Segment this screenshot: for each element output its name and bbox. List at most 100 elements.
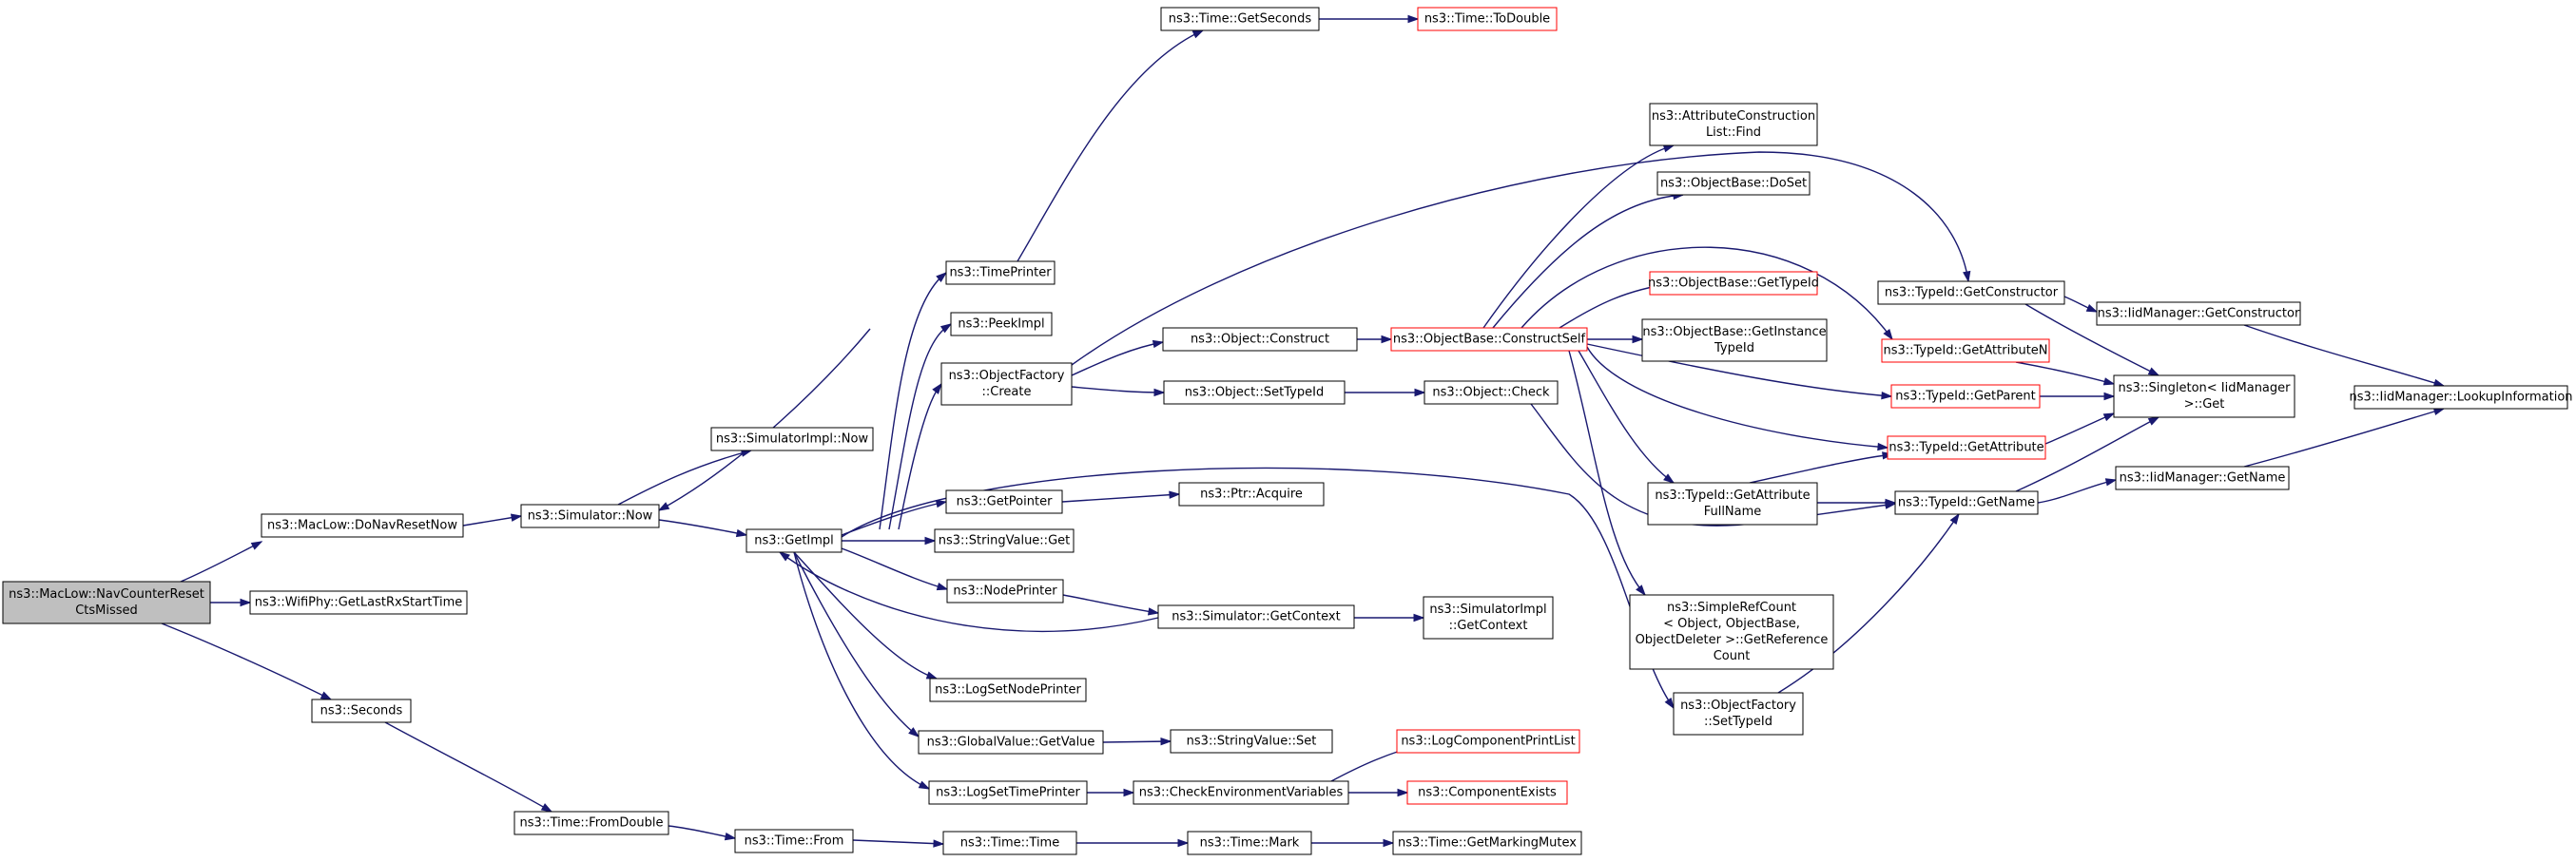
node-iidgetctor[interactable]: ns3::IidManager::GetConstructor: [2096, 301, 2301, 326]
node-timefrom[interactable]: ns3::Time::From: [734, 829, 854, 853]
node-box: [1423, 596, 1554, 640]
node-box: [1649, 103, 1818, 146]
call-edge-getseconds-to-todouble: [1319, 14, 1420, 24]
node-simgetcontext[interactable]: ns3::Simulator::GetContext: [1157, 604, 1355, 629]
node-getpointer[interactable]: ns3::GetPointer: [945, 489, 1063, 514]
node-logsetnode[interactable]: ns3::LogSetNodePrinter: [929, 678, 1087, 702]
node-box: [1390, 327, 1588, 352]
node-todouble[interactable]: ns3::Time::ToDouble: [1417, 7, 1558, 31]
node-getseconds[interactable]: ns3::Time::GetSeconds: [1160, 7, 1320, 31]
node-label: ns3::TimePrinter: [949, 266, 1052, 280]
node-donavresetnow[interactable]: ns3::MacLow::DoNavResetNow: [261, 513, 464, 538]
node-box: [249, 590, 468, 615]
arrowhead: [1177, 838, 1190, 848]
node-tidgetattrn[interactable]: ns3::TypeId::GetAttributeN: [1881, 338, 2050, 363]
node-box: [929, 678, 1087, 702]
call-edge-objconstruct-to-constructself: [1357, 335, 1393, 344]
node-label: ns3::Seconds: [320, 704, 403, 718]
node-checkenv[interactable]: ns3::CheckEnvironmentVariables: [1133, 780, 1349, 805]
call-edge-constructself-to-simplerefcount: [1568, 350, 1646, 597]
call-edge-objfactsettid-to-tidgetname: [1777, 512, 1960, 694]
call-edge-tidgetctor-to-iidgetctor: [2063, 296, 2099, 313]
node-label: ns3::ObjectBase::GetTypeId: [1648, 277, 1819, 291]
node-box: [2353, 385, 2568, 410]
arrowhead: [2147, 367, 2160, 376]
node-singletonget[interactable]: ns3::Singleton< IidManager>::Get: [2113, 374, 2295, 418]
node-seconds[interactable]: ns3::Seconds: [311, 699, 412, 723]
node-objbasegettid[interactable]: ns3::ObjectBase::GetTypeId: [1648, 271, 1819, 296]
arrowhead: [1407, 14, 1420, 24]
node-iidlookup[interactable]: ns3::IidManager::LookupInformation: [2349, 385, 2573, 410]
node-label: List::Find: [1706, 125, 1761, 140]
call-edge-objsettypeid-to-objcheck: [1345, 388, 1426, 397]
call-edge-tidgetparent-to-singletonget: [2040, 392, 2116, 401]
node-ptracquire[interactable]: ns3::Ptr::Acquire: [1178, 482, 1325, 507]
arrowhead: [1963, 270, 1971, 283]
node-fromdouble[interactable]: ns3::Time::FromDouble: [513, 811, 669, 835]
node-label: ns3::TypeId::GetAttributeN: [1883, 344, 2047, 358]
node-tidgetname[interactable]: ns3::TypeId::GetName: [1894, 490, 2039, 515]
node-gvgetvalue[interactable]: ns3::GlobalValue::GetValue: [918, 730, 1104, 755]
node-stringget[interactable]: ns3::StringValue::Get: [934, 528, 1075, 553]
node-label: ::GetContext: [1449, 619, 1528, 633]
node-objcheck[interactable]: ns3::Object::Check: [1424, 380, 1559, 405]
node-objfactcreate[interactable]: ns3::ObjectFactory::Create: [940, 362, 1073, 406]
node-simnow[interactable]: ns3::Simulator::Now: [520, 504, 660, 528]
node-label: ns3::GetImpl: [754, 534, 834, 548]
node-box: [1649, 271, 1818, 296]
node-compexists[interactable]: ns3::ComponentExists: [1406, 780, 1568, 805]
node-peekimpl[interactable]: ns3::PeekImpl: [950, 312, 1053, 336]
node-getimpl[interactable]: ns3::GetImpl: [746, 528, 843, 553]
call-edge-getimpl-to-nodeprinter: [841, 547, 949, 591]
node-logcompprint[interactable]: ns3::LogComponentPrintList: [1396, 729, 1580, 754]
arrowhead: [1885, 498, 1897, 508]
node-objbasedoset[interactable]: ns3::ObjectBase::DoSet: [1656, 171, 1811, 196]
node-timeprinter[interactable]: ns3::TimePrinter: [945, 260, 1056, 285]
node-nodeprinter[interactable]: ns3::NodePrinter: [946, 579, 1064, 603]
node-timetime[interactable]: ns3::Time::Time: [942, 831, 1077, 855]
node-box: [734, 829, 854, 853]
arrowhead: [918, 780, 931, 790]
call-edge-constructself-to-tidgetattr: [1586, 346, 1889, 451]
node-tidgetparent[interactable]: ns3::TypeId::GetParent: [1890, 384, 2041, 409]
node-label: ns3::Time::GetSeconds: [1169, 12, 1312, 27]
node-getlastrx[interactable]: ns3::WifiPhy::GetLastRxStartTime: [249, 590, 468, 615]
node-box: [2115, 466, 2290, 490]
node-label: ns3::Time::ToDouble: [1424, 12, 1550, 27]
call-edge-objfactcreate-to-tidgetctor: [1071, 151, 1971, 366]
arrowhead: [1663, 473, 1675, 484]
node-label: ns3::StringValue::Set: [1187, 735, 1317, 749]
node-box: [1887, 435, 2046, 460]
node-label: < Object, ObjectBase,: [1663, 617, 1800, 631]
node-objsettypeid[interactable]: ns3::Object::SetTypeId: [1163, 380, 1346, 405]
node-label: ns3::Simulator::GetContext: [1172, 610, 1340, 624]
node-tidgetattr[interactable]: ns3::TypeId::GetAttribute: [1887, 435, 2046, 460]
node-simplerefcount[interactable]: ns3::SimpleRefCount< Object, ObjectBase,…: [1629, 594, 1834, 670]
node-timemark[interactable]: ns3::Time::Mark: [1187, 831, 1312, 855]
node-label: ns3::ObjectBase::GetInstance: [1642, 325, 1826, 339]
node-iidgetname[interactable]: ns3::IidManager::GetName: [2115, 466, 2290, 490]
call-edge-getimpl-to-stringget: [842, 536, 937, 546]
node-logsettime[interactable]: ns3::LogSetTimePrinter: [928, 780, 1088, 805]
node-constructself[interactable]: ns3::ObjectBase::ConstructSelf: [1390, 327, 1588, 352]
node-box: [520, 504, 660, 528]
node-box: [928, 780, 1088, 805]
node-box: [1133, 780, 1349, 805]
node-objfactsettid[interactable]: ns3::ObjectFactory::SetTypeId: [1673, 692, 1804, 736]
node-objconstruct[interactable]: ns3::Object::Construct: [1162, 327, 1358, 352]
call-edge-getimpl-to-logsettime: [793, 551, 931, 790]
node-label: ns3::Time::GetMarkingMutex: [1398, 836, 1577, 851]
node-simimplnow[interactable]: ns3::SimulatorImpl::Now: [710, 427, 874, 451]
node-box: [1417, 7, 1558, 31]
node-stringset[interactable]: ns3::StringValue::Set: [1170, 729, 1333, 754]
call-edge-logsettime-to-checkenv: [1087, 788, 1135, 797]
node-getmarkingmutex[interactable]: ns3::Time::GetMarkingMutex: [1392, 831, 1582, 855]
node-simimplgetctx[interactable]: ns3::SimulatorImpl::GetContext: [1423, 596, 1554, 640]
node-tidgetctor[interactable]: ns3::TypeId::GetConstructor: [1877, 280, 2065, 305]
node-label: ns3::SimulatorImpl: [1429, 603, 1546, 617]
